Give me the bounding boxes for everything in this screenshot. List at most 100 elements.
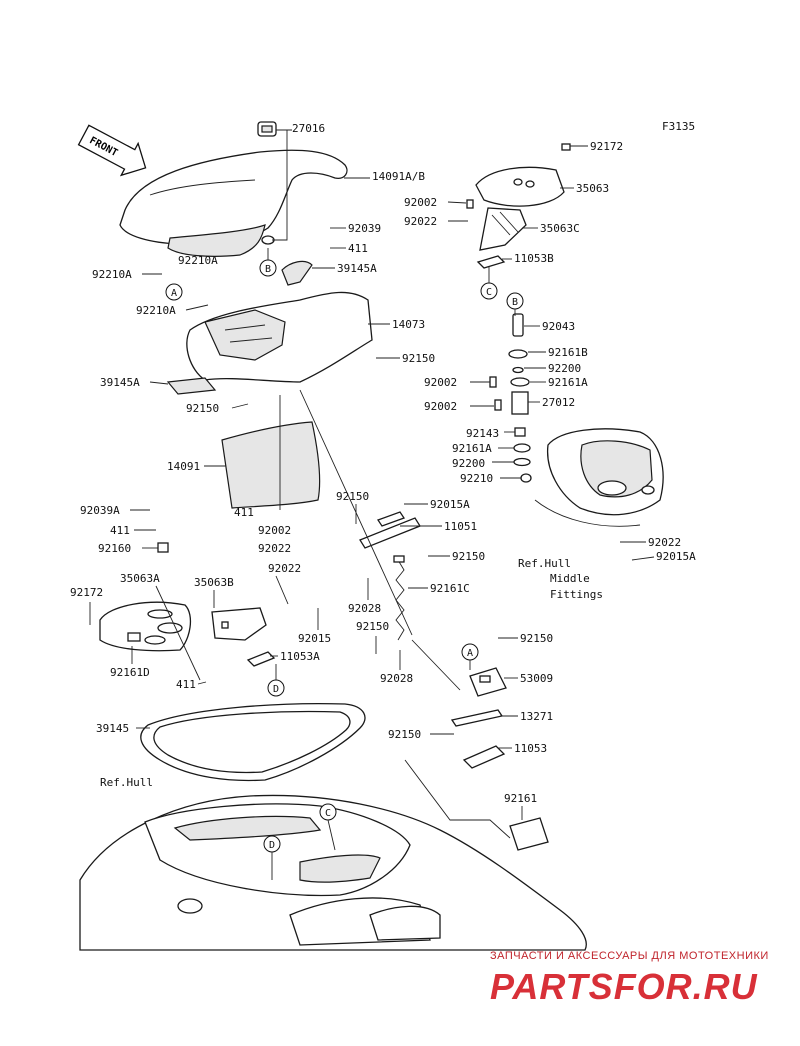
ref-middle-line2: Middle xyxy=(550,572,590,585)
front-arrow: FRONT xyxy=(77,124,147,177)
callout-b-right: B xyxy=(506,292,524,310)
label-92022-right: 92022 xyxy=(404,215,437,228)
label-92210a-low: 92210A xyxy=(136,304,176,317)
ref-middle-line1: Ref.Hull xyxy=(518,557,571,570)
label-92150-c: 92150 xyxy=(336,490,369,503)
svg-text:A: A xyxy=(467,648,473,659)
plate-13271 xyxy=(450,709,504,727)
callout-c-hull: C xyxy=(319,803,337,821)
cover-14091 xyxy=(221,421,321,509)
ref-middle-line3: Fittings xyxy=(550,588,603,601)
label-92039a: 92039A xyxy=(80,504,120,517)
label-411-a: 411 xyxy=(348,242,368,255)
label-92200-a: 92200 xyxy=(548,362,581,375)
label-92022-mid: 92022 xyxy=(648,536,681,549)
seat-lock-cap xyxy=(257,121,277,137)
label-92015a-mid: 92015A xyxy=(656,550,696,563)
seat-base-tray xyxy=(186,291,373,383)
label-92150-e: 92150 xyxy=(356,620,389,633)
watermark-logo: PARTSFOR.RU xyxy=(490,966,758,1007)
label-92161d: 92161D xyxy=(110,666,150,679)
seat-assembly xyxy=(119,149,348,257)
label-11053: 11053 xyxy=(514,742,547,755)
svg-text:C: C xyxy=(325,808,331,819)
label-14091ab: 14091A/B xyxy=(372,170,425,183)
glove-box-35063 xyxy=(475,166,565,207)
svg-text:B: B xyxy=(265,264,271,275)
bolt-stack xyxy=(508,313,532,483)
label-92150-f: 92150 xyxy=(520,632,553,645)
plate-11053a xyxy=(246,651,276,667)
label-92043: 92043 xyxy=(542,320,575,333)
label-13271: 13271 xyxy=(520,710,553,723)
strap-11051 xyxy=(359,511,421,549)
label-411-d: 411 xyxy=(176,678,196,691)
label-35063: 35063 xyxy=(576,182,609,195)
label-27016: 27016 xyxy=(292,122,325,135)
callout-d-hull: D xyxy=(263,835,281,853)
ref-hull-text: Ref.Hull xyxy=(100,776,153,789)
label-411-b: 411 xyxy=(234,506,254,519)
label-39145: 39145 xyxy=(96,722,129,735)
label-92022-a: 92022 xyxy=(258,542,291,555)
hull-ref xyxy=(79,794,587,951)
label-92161a-a: 92161A xyxy=(548,376,588,389)
svg-text:B: B xyxy=(512,297,518,308)
label-92002-right: 92002 xyxy=(404,196,437,209)
watermark-tagline: ЗАПЧАСТИ И АКСЕССУАРЫ ДЛЯ МОТОТЕХНИКИ xyxy=(490,950,769,962)
callout-a-right: A xyxy=(461,643,479,661)
decal-92161 xyxy=(509,817,549,851)
label-92022-b: 92022 xyxy=(268,562,301,575)
svg-text:C: C xyxy=(486,287,492,298)
label-92172-left: 92172 xyxy=(70,586,103,599)
label-92161c: 92161C xyxy=(430,582,470,595)
label-92161: 92161 xyxy=(504,792,537,805)
label-411-c: 411 xyxy=(110,524,130,537)
label-92028-b: 92028 xyxy=(380,672,413,685)
label-92002-m1: 92002 xyxy=(424,376,457,389)
label-35063a: 35063A xyxy=(120,572,160,585)
leader-frame-low xyxy=(404,759,511,839)
seat-pad-39145a-left xyxy=(166,377,217,395)
label-92028-a: 92028 xyxy=(348,602,381,615)
label-92210a-left: 92210A xyxy=(92,268,132,281)
label-14073: 14073 xyxy=(392,318,425,331)
label-92150-b: 92150 xyxy=(186,402,219,415)
plate-11053b xyxy=(476,255,506,269)
label-92200-b: 92200 xyxy=(452,457,485,470)
label-39145a-right: 39145A xyxy=(337,262,377,275)
label-92210: 92210 xyxy=(460,472,493,485)
label-92150-g: 92150 xyxy=(388,728,421,741)
glove-box-35063a xyxy=(99,601,192,652)
label-92002-m2: 92002 xyxy=(424,400,457,413)
nut-92160 xyxy=(157,542,169,553)
label-35063b: 35063B xyxy=(194,576,234,589)
label-92143: 92143 xyxy=(466,427,499,440)
label-92150-a: 92150 xyxy=(402,352,435,365)
label-11053b: 11053B xyxy=(514,252,554,265)
label-35063c: 35063C xyxy=(540,222,580,235)
bracket-53009 xyxy=(469,667,507,697)
ref-middle-fittings-text: Ref.Hull Middle Fittings xyxy=(518,557,603,601)
callout-c-top: C xyxy=(480,282,498,300)
label-92015a-top: 92015A xyxy=(430,498,470,511)
callout-b-top: B xyxy=(259,259,277,277)
middle-fittings-hull xyxy=(534,428,664,527)
label-92172-right: 92172 xyxy=(590,140,623,153)
bracket-35063c xyxy=(479,207,527,251)
gasket-39145 xyxy=(140,702,366,782)
label-92210a-mid: 92210A xyxy=(178,254,218,267)
callout-a-top: A xyxy=(165,283,183,301)
label-11051: 11051 xyxy=(444,520,477,533)
label-92039: 92039 xyxy=(348,222,381,235)
svg-text:D: D xyxy=(273,684,279,695)
label-11053a: 11053A xyxy=(280,650,320,663)
diagram-id: F3135 xyxy=(662,120,695,133)
label-92160: 92160 xyxy=(98,542,131,555)
bracket-35063b xyxy=(211,607,267,641)
label-39145a-left: 39145A xyxy=(100,376,140,389)
label-53009: 53009 xyxy=(520,672,553,685)
label-92150-d: 92150 xyxy=(452,550,485,563)
svg-text:D: D xyxy=(269,840,275,851)
